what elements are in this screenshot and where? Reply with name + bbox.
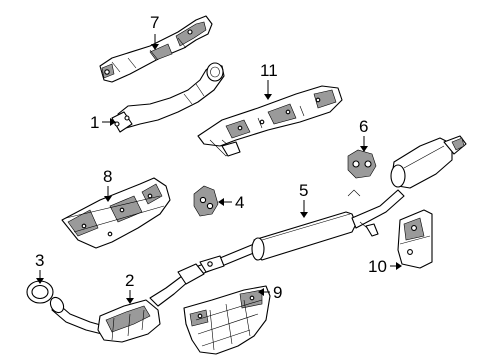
callout-3: 3 [35, 251, 45, 270]
part-6-hanger [347, 149, 377, 179]
callout-6: 6 [359, 117, 369, 136]
part-3-gasket [26, 280, 54, 304]
part-2-converter [49, 255, 225, 343]
part-1-front-pipe [111, 62, 225, 133]
callout-1: 1 [90, 113, 100, 132]
callout-7: 7 [150, 13, 160, 32]
part-10-bracket [397, 209, 433, 269]
callout-2: 2 [125, 271, 135, 290]
callout-11: 11 [260, 61, 278, 80]
part-9-heat-shield [183, 285, 271, 355]
callout-9: 9 [273, 283, 283, 302]
leader-lines [36, 34, 402, 304]
part-11-heat-shield [197, 85, 343, 157]
callout-4: 4 [235, 193, 245, 212]
part-8-heat-shield [61, 177, 171, 249]
part-4-hanger [193, 185, 219, 217]
callout-8: 8 [103, 167, 113, 186]
part-7-heat-shield [99, 15, 213, 83]
part-5-muffler-assembly [181, 135, 467, 281]
callout-10: 10 [368, 257, 387, 276]
callout-5: 5 [299, 181, 309, 200]
